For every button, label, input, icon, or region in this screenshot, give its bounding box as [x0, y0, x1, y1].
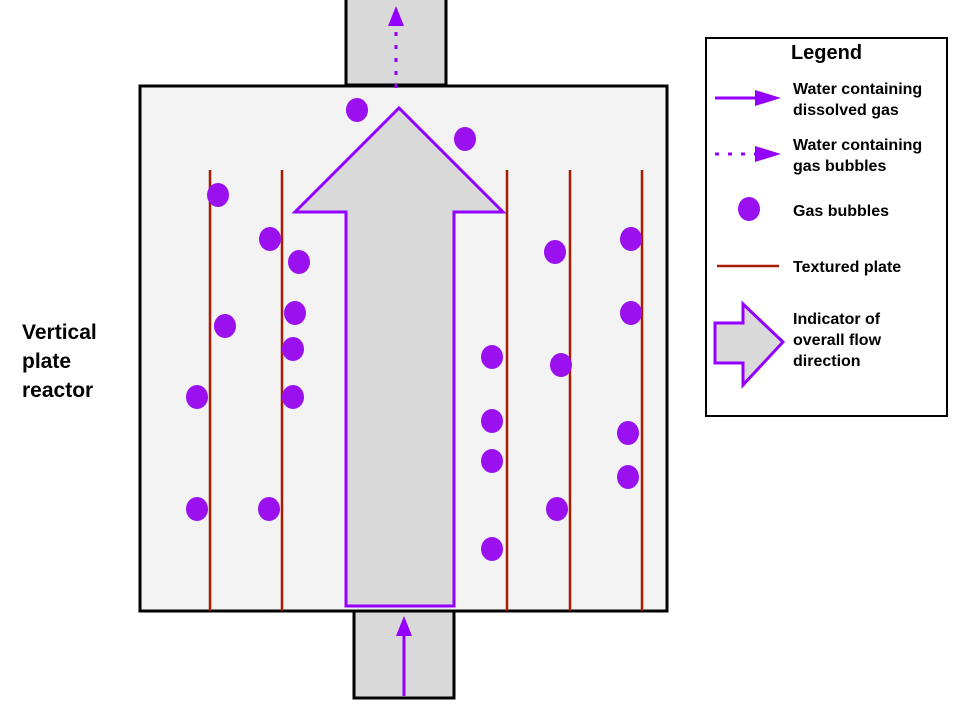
gas-bubble [214, 314, 236, 338]
legend-item-label: dissolved gas [793, 102, 899, 119]
legend-item-dotted-arrow: Water containing gas bubbles [793, 135, 922, 177]
legend-item-label: Water containing [793, 137, 923, 154]
gas-bubble [207, 183, 229, 207]
flow-direction-arrow-icon [713, 300, 786, 389]
outlet-dotted-arrow [388, 6, 404, 88]
legend-title: Legend [790, 42, 863, 64]
gas-bubble [284, 301, 306, 325]
gas-bubble [186, 385, 208, 409]
legend: Legend Water containing dissolved gas Wa… [705, 37, 948, 417]
gas-bubble [617, 421, 639, 445]
legend-item-label: gas bubbles [793, 158, 887, 175]
textured-plates [208, 170, 644, 611]
legend-item-gas-bubbles: Gas bubbles [793, 201, 889, 222]
gas-bubble [481, 537, 503, 561]
gas-bubble [617, 465, 639, 489]
legend-item-label: Indicator of [793, 311, 881, 328]
gas-bubble [546, 497, 568, 521]
legend-item-label: Gas bubbles [793, 203, 890, 220]
gas-bubble [481, 345, 503, 369]
gas-bubble [186, 497, 208, 521]
legend-item-textured-plate: Textured plate [793, 257, 901, 278]
gas-bubbles [186, 98, 642, 561]
gas-bubble [346, 98, 368, 122]
gas-bubble [550, 353, 572, 377]
gas-bubble [620, 301, 642, 325]
legend-item-label: Water containing [793, 81, 923, 98]
side-label-line: plate [22, 350, 72, 373]
gas-bubble [620, 227, 642, 251]
reactor-side-label: Vertical plate reactor [22, 318, 132, 405]
gas-bubble [481, 409, 503, 433]
gas-bubble-icon [738, 197, 760, 221]
side-label-line: reactor [22, 379, 94, 402]
legend-item-label: direction [793, 353, 861, 370]
gas-bubble [282, 385, 304, 409]
gas-bubble [282, 337, 304, 361]
dotted-arrow-icon [715, 146, 781, 162]
legend-item-label: overall flow [793, 332, 882, 349]
overall-flow-arrow [291, 105, 507, 608]
gas-bubble [288, 250, 310, 274]
side-label-line: Vertical [22, 321, 97, 344]
gas-bubble [454, 127, 476, 151]
gas-bubble [544, 240, 566, 264]
legend-item-label: Textured plate [793, 259, 902, 276]
inlet-solid-arrow [396, 616, 412, 696]
legend-item-solid-arrow: Water containing dissolved gas [793, 79, 922, 121]
gas-bubble [481, 449, 503, 473]
legend-swatches [713, 90, 786, 389]
solid-arrow-icon [715, 90, 781, 106]
gas-bubble [259, 227, 281, 251]
legend-item-flow-direction: Indicator of overall flow direction [793, 309, 881, 372]
gas-bubble [258, 497, 280, 521]
